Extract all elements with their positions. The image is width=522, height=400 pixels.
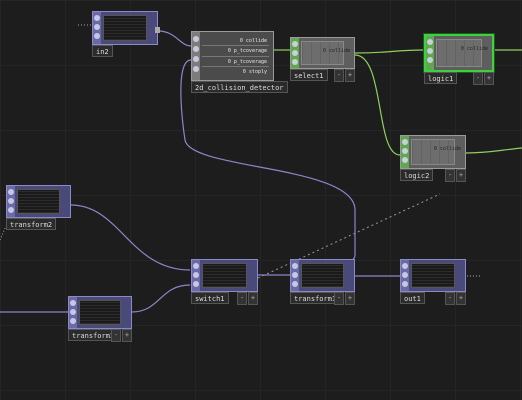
channel-1: 0 p_tcoverage [227,48,267,54]
node-transform1[interactable]: transform1 -+ [290,259,355,305]
node-name: switch1 [191,292,229,304]
plus-button[interactable]: + [456,292,466,305]
wire-transform2-switch1 [70,204,191,271]
node-logic2[interactable]: 0 collide logic2 -+ [400,135,466,182]
minus-button[interactable]: - [111,329,121,342]
minus-button[interactable]: - [445,169,455,182]
channel-2: 0 p_tcoverage [227,59,267,65]
node-name: in2 [92,45,113,57]
plus-button[interactable]: + [248,292,258,305]
node-select1[interactable]: 0 collide select1 -+ [290,37,355,82]
viewer-icon [103,15,147,41]
plus-button[interactable]: + [345,69,355,82]
node-value: 0 collide [460,46,488,52]
dotted-wire-diagonal [257,193,441,279]
minus-button[interactable]: - [473,72,483,85]
channel-0: 0 collide [239,38,267,44]
node-name: transform3 [68,329,119,341]
node-name: transform1 [290,292,341,304]
node-transform2[interactable]: transform2 [6,185,71,230]
node-2d-collision-detector[interactable]: 0 collide 0 p_tcoverage 0 p_tcoverage 0 … [191,31,288,93]
dotted-wire-left [0,225,7,241]
plus-button[interactable]: + [456,169,466,182]
plus-button[interactable]: + [345,292,355,305]
node-name: 2d_collision_detector [191,81,288,93]
wire-select1-logic1 [354,49,425,54]
wire-select1-logic2 [354,54,401,156]
node-name: select1 [290,69,328,81]
minus-button[interactable]: - [237,292,247,305]
plus-button[interactable]: + [484,72,494,85]
minus-button[interactable]: - [334,69,344,82]
node-switch1[interactable]: switch1 -+ [191,259,258,305]
wire-transform3-switch1 [131,284,191,313]
node-in2[interactable]: in2 [92,11,160,57]
minus-button[interactable]: - [445,292,455,305]
plus-button[interactable]: + [122,329,132,342]
node-name: transform2 [6,218,57,230]
channel-3: 0 stoply [242,69,267,75]
node-value: 0 collide [322,48,350,54]
node-name: logic2 [400,169,434,181]
node-value: 0 collide [433,146,461,152]
node-logic1[interactable]: 0 collide logic1 -+ [424,34,494,85]
node-name: out1 [400,292,425,304]
node-transform3[interactable]: transform3 -+ [68,296,132,342]
wire-in2-collision [157,30,192,47]
node-name: logic1 [424,72,458,84]
node-out1[interactable]: out1 -+ [400,259,466,305]
minus-button[interactable]: - [334,292,344,305]
wire-logic2-out [465,147,522,154]
